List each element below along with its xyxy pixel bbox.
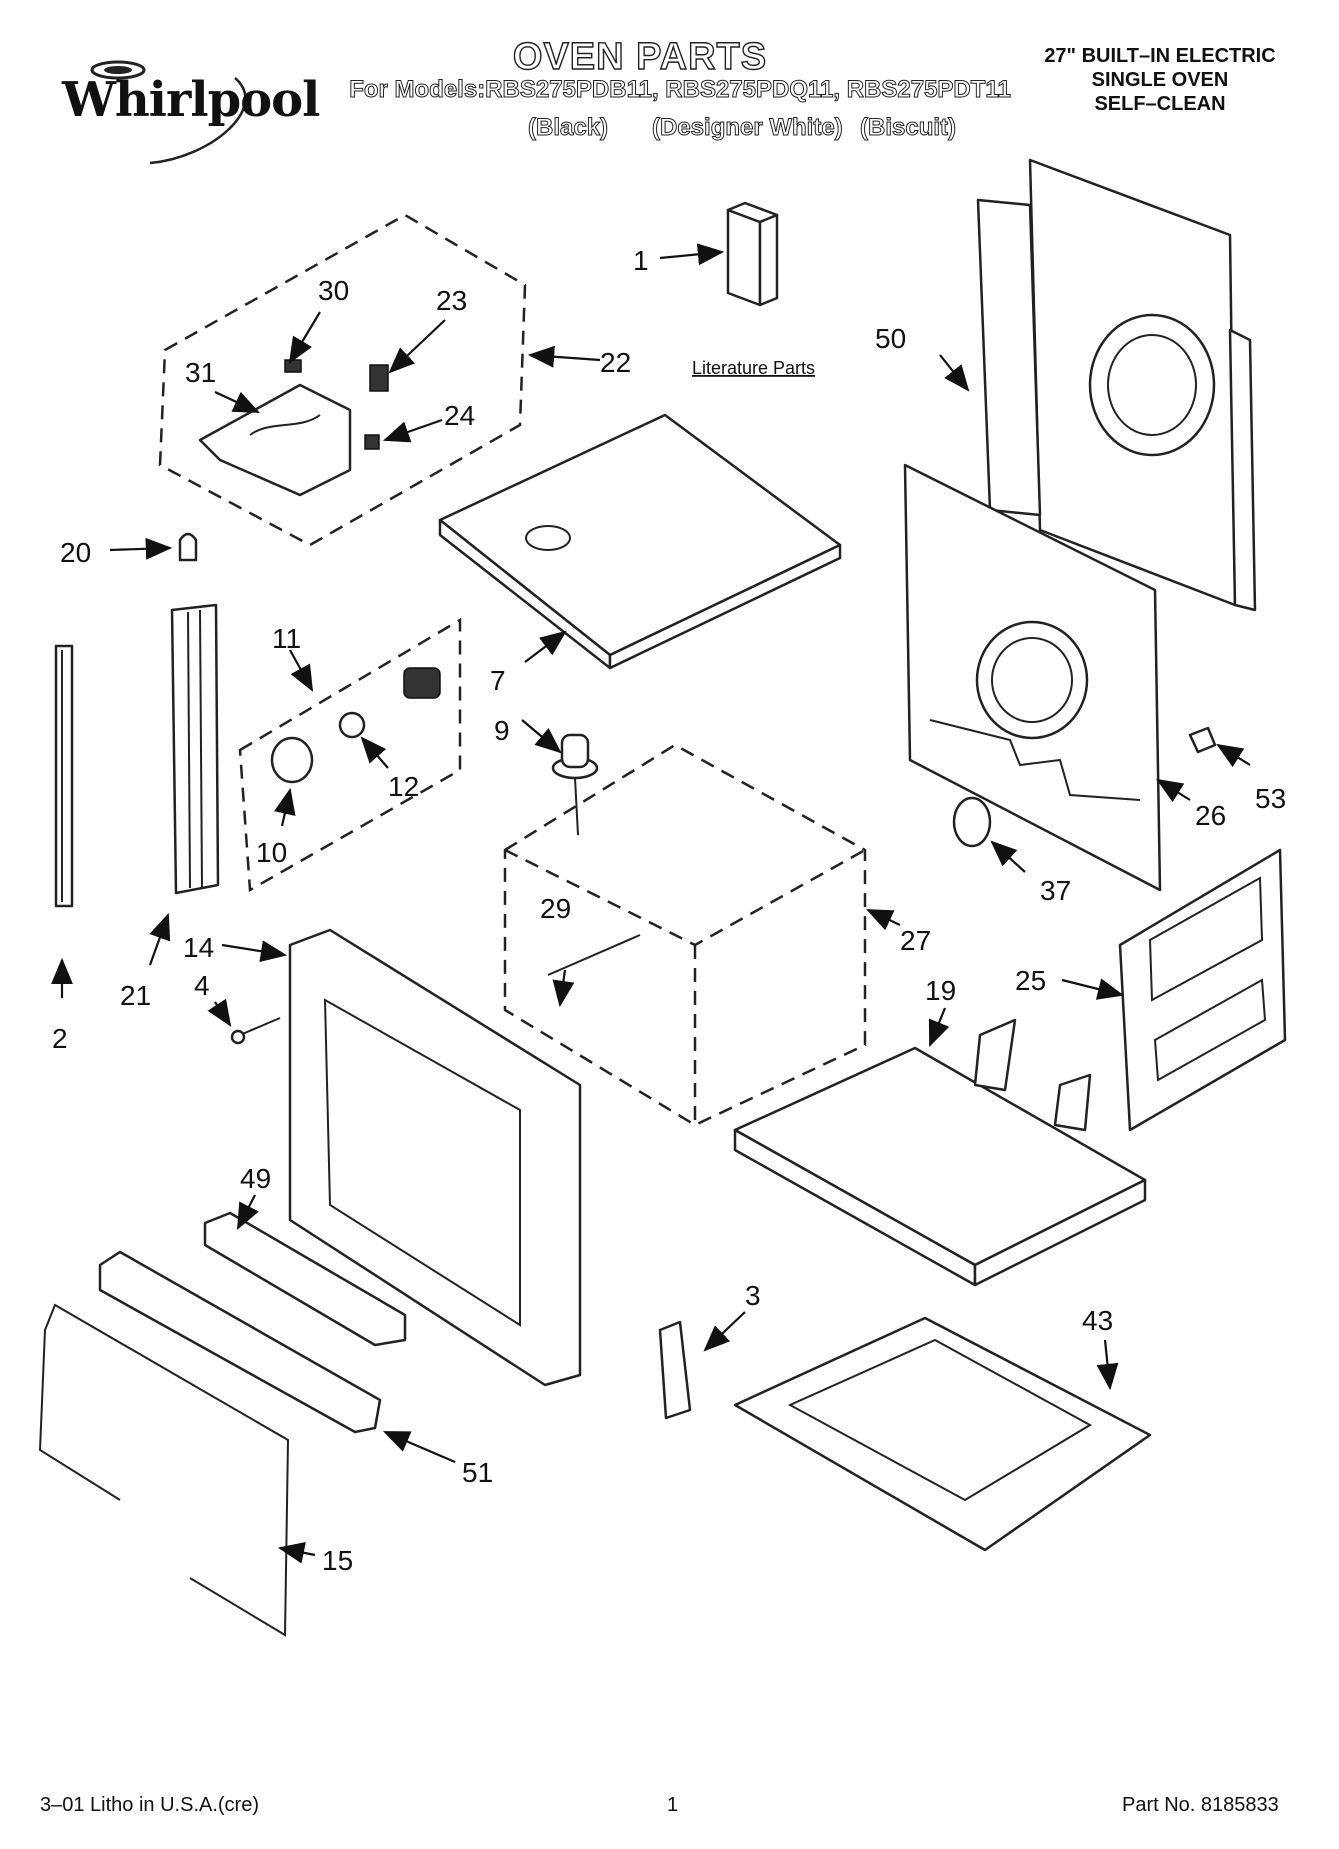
callout-51: 51 — [462, 1457, 493, 1488]
literature-parts-label: Literature Parts — [692, 358, 815, 378]
page-number: 1 — [667, 1794, 679, 1816]
logo-wordmark: Whirlpool — [62, 72, 320, 128]
logo-swirl-icon — [90, 60, 247, 165]
callout-9: 9 — [494, 715, 510, 746]
part-27-oven-cavity — [503, 743, 867, 1127]
part-2-side-trim — [54, 644, 74, 908]
product-description: 27" BUILT–IN ELECTRIC SINGLE OVEN SELF–C… — [1010, 44, 1310, 116]
page-title: OVEN PARTS — [512, 35, 768, 78]
callout-arrows — [51, 243, 1251, 1564]
part-21-side-trim — [170, 603, 220, 895]
part-51-vent-trim — [98, 1250, 382, 1434]
callout-37: 37 — [1040, 875, 1071, 906]
part-53 — [1188, 726, 1217, 754]
callout-2: 2 — [52, 1023, 68, 1054]
part-50-rear-panel — [976, 158, 1257, 612]
part-7-top-panel — [438, 413, 842, 670]
part-20 — [178, 532, 198, 562]
product-line-2: SINGLE OVEN — [1091, 69, 1229, 91]
callout-11: 11 — [272, 623, 301, 654]
callout-25: 25 — [1015, 965, 1046, 996]
part-14-front-frame — [288, 928, 582, 1387]
callout-1: 1 — [633, 245, 649, 276]
callout-43: 43 — [1082, 1305, 1113, 1336]
part-49-trim — [203, 1211, 407, 1347]
callout-4: 4 — [194, 970, 210, 1001]
part-11-switch-group — [238, 617, 462, 893]
product-line-3: SELF–CLEAN — [1094, 93, 1226, 115]
callout-12: 12 — [388, 771, 419, 802]
callout-10: 10 — [256, 837, 287, 868]
callout-19: 19 — [925, 975, 956, 1006]
part-43-bottom-tray — [733, 1316, 1152, 1552]
product-line-1: 27" BUILT–IN ELECTRIC — [1044, 45, 1276, 67]
part-number: Part No. 8185833 — [1122, 1794, 1279, 1816]
part-25-side-panel — [1118, 848, 1287, 1132]
callout-24: 24 — [444, 400, 475, 431]
variant-black: (Black) — [527, 114, 609, 142]
callout-21: 21 — [120, 980, 151, 1011]
callout-29: 29 — [540, 893, 571, 924]
litho-note: 3–01 Litho in U.S.A.(cre) — [40, 1794, 259, 1816]
callout-30: 30 — [318, 275, 349, 306]
part-3-bracket — [658, 1320, 692, 1420]
callout-31: 31 — [185, 357, 216, 388]
callout-labels: 1 2 3 4 7 9 10 11 12 14 15 19 20 21 22 2… — [52, 245, 1286, 1576]
callout-7: 7 — [490, 665, 506, 696]
variant-designer-white: (Designer White) — [652, 114, 844, 142]
callout-20: 20 — [60, 537, 91, 568]
part-29-sensor — [547, 934, 641, 976]
callout-3: 3 — [745, 1280, 761, 1311]
callout-27: 27 — [900, 925, 931, 956]
callout-23: 23 — [436, 285, 467, 316]
variant-biscuit: (Biscuit) — [860, 114, 957, 142]
callout-15: 15 — [322, 1545, 353, 1576]
part-26-rear-wall — [903, 463, 1162, 892]
callout-53: 53 — [1255, 783, 1286, 814]
part-9-vent — [551, 733, 599, 836]
callout-50: 50 — [875, 323, 906, 354]
model-numbers: For Models:RBS275PDB11, RBS275PDQ11, RBS… — [349, 76, 1012, 104]
callout-14: 14 — [183, 932, 214, 963]
part-19-bottom-panel — [733, 1018, 1147, 1287]
part-4-screw — [230, 1017, 281, 1045]
part-1-literature: Literature Parts — [692, 201, 815, 378]
callout-22: 22 — [600, 347, 631, 378]
callout-49: 49 — [240, 1163, 271, 1194]
part-15-gasket — [38, 1303, 290, 1637]
callout-26: 26 — [1195, 800, 1226, 831]
part-37 — [952, 796, 992, 848]
